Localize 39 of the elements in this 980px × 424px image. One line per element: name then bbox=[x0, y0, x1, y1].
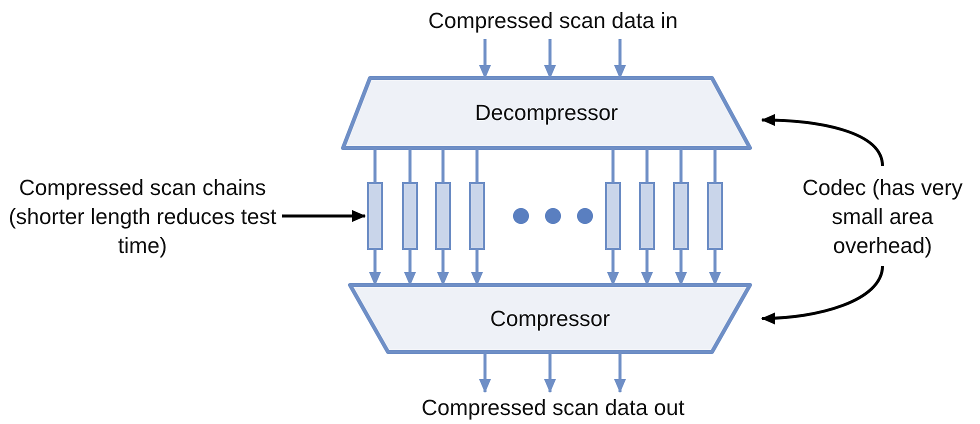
connector-line bbox=[612, 148, 614, 182]
arrow bbox=[709, 250, 721, 286]
block-label: Decompressor bbox=[474, 100, 620, 126]
arrow bbox=[607, 250, 619, 286]
arrow bbox=[369, 250, 381, 286]
arrow bbox=[614, 39, 626, 79]
arrow bbox=[404, 250, 416, 286]
block-label: Compressor bbox=[489, 306, 611, 332]
connector-line bbox=[476, 148, 478, 182]
arrow bbox=[282, 210, 366, 222]
io-label: Compressed scan data out bbox=[390, 392, 716, 422]
arrow bbox=[479, 39, 491, 79]
scan-chain-bar bbox=[639, 182, 655, 250]
arrow bbox=[544, 352, 556, 393]
connector-line bbox=[680, 148, 682, 182]
arrow bbox=[675, 250, 687, 286]
io-label: Compressed scan data in bbox=[400, 5, 706, 35]
arrow bbox=[479, 352, 491, 393]
arrow bbox=[614, 352, 626, 393]
connector-line bbox=[714, 148, 716, 182]
connector-line bbox=[408, 148, 412, 182]
annotation-text: Codec (has very small area overhead) bbox=[790, 172, 975, 260]
arrow bbox=[761, 114, 884, 166]
annotation-text: Compressed scan chains (shorter length reduces test time) bbox=[5, 172, 280, 260]
arrow bbox=[544, 39, 556, 79]
scan-chain-bar bbox=[707, 182, 723, 250]
arrow bbox=[761, 266, 884, 324]
connector-line bbox=[442, 148, 444, 182]
connector-line bbox=[646, 148, 648, 182]
scan-chain-bar bbox=[435, 182, 451, 250]
scan-chain-bar bbox=[469, 182, 485, 250]
scan-chain-bar bbox=[605, 182, 621, 250]
arrow bbox=[437, 250, 449, 286]
scan-chain-bar bbox=[673, 182, 689, 250]
scan-chain-bar bbox=[367, 182, 383, 250]
scan-chain-bar bbox=[402, 182, 418, 250]
connector-line bbox=[374, 148, 376, 182]
arrow bbox=[641, 250, 653, 286]
arrow bbox=[471, 250, 483, 286]
